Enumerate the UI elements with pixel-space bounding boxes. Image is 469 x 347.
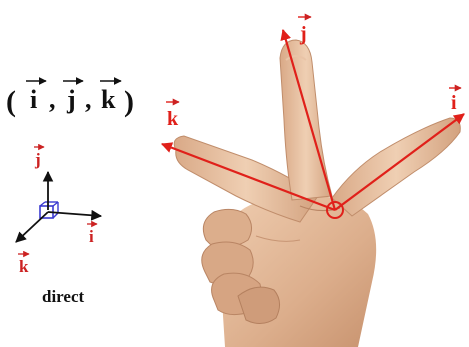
hand-axis-label-k: k [167, 108, 179, 130]
open-parenthesis: ( [6, 85, 16, 118]
close-parenthesis: ) [124, 85, 134, 118]
vector-notation: ( i , j , k ) [6, 77, 134, 118]
small-axis-label-i: i [89, 227, 94, 246]
hand-axis-k-arrow [160, 142, 336, 212]
notation-vector-i: i [30, 85, 37, 114]
thumb [331, 117, 461, 217]
right-hand-rule-illustration: j k i [160, 13, 465, 347]
notation-comma: , [85, 85, 92, 114]
notation-vector-k: k [101, 85, 116, 114]
curled-finger [237, 286, 280, 324]
hand-axis-label-i: i [451, 92, 457, 114]
small-axis-label-k: k [19, 257, 29, 276]
notation-comma: , [49, 85, 56, 114]
coordinate-axes-icon: j i k [15, 143, 103, 276]
axes-caption: direct [42, 287, 85, 306]
middle-finger [279, 39, 333, 201]
hand-axis-i-arrow [334, 113, 465, 211]
hand-origin-circle [326, 201, 344, 219]
axis-i-arrow [47, 209, 103, 221]
small-axis-label-j: j [34, 150, 41, 169]
hand-axis-j-arrow [280, 28, 337, 211]
notation-vector-j: j [66, 85, 76, 114]
hand-axis-label-j: j [299, 23, 307, 45]
axis-k-arrow [15, 211, 49, 243]
